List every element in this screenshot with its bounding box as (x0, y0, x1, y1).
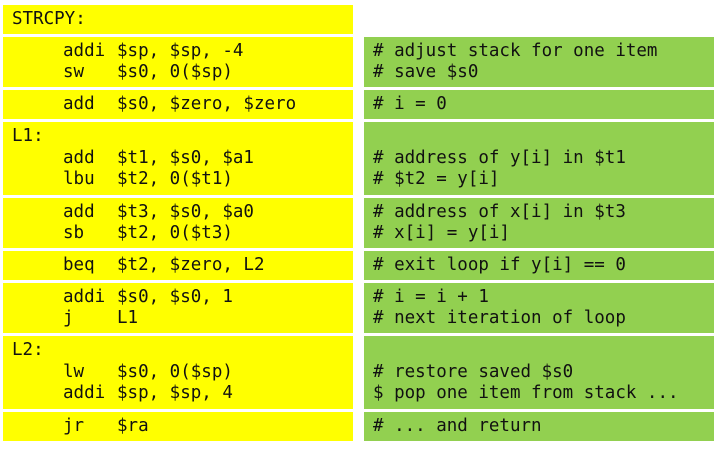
operands: $t2, 0($t1) (117, 169, 233, 190)
comment-line: # exit loop if y[i] == 0 (373, 254, 626, 275)
comment-block-store-char: # address of x[i] in $t3 # x[i] = y[i] (364, 198, 714, 248)
code-block-increment: addi $s0, $s0, 1 j L1 (3, 283, 353, 333)
opcode: jr (63, 415, 85, 436)
operands: $t3, $s0, $a0 (117, 201, 254, 222)
instruction-line: add $s0, $zero, $zero (12, 94, 353, 116)
comment-block-init-i: # i = 0 (364, 90, 714, 119)
operands: $t2, $zero, L2 (117, 254, 265, 275)
instruction-line: lw $s0, 0($sp) (12, 362, 353, 384)
comment-block-l1: # address of y[i] in $t1 # $t2 = y[i] (364, 122, 714, 195)
opcode: add (63, 93, 95, 114)
operands: $s0, 0($sp) (117, 62, 233, 82)
comment-line: $ pop one item from stack ... (373, 383, 679, 404)
instruction-line: addi $sp, $sp, 4 (12, 383, 353, 405)
instruction-line: sb $t2, 0($t3) (12, 223, 353, 245)
opcode: add (63, 201, 95, 222)
opcode: lw (63, 361, 85, 382)
code-block-init-i: add $s0, $zero, $zero (3, 90, 353, 119)
label-l2: L2: (12, 340, 44, 361)
instruction-line: j L1 (12, 308, 353, 330)
comment-line: # adjust stack for one item (373, 40, 658, 61)
opcode: sb (63, 223, 85, 243)
comment-line: # restore saved $s0 (373, 361, 574, 382)
comment-block-exit-check: # exit loop if y[i] == 0 (364, 251, 714, 280)
opcode: addi (63, 383, 106, 404)
instruction-line: addi $sp, $sp, -4 (12, 41, 353, 63)
label-l1: L1: (12, 126, 44, 147)
opcode: lbu (63, 169, 95, 190)
comment-line-blank (373, 340, 714, 362)
comment-line: # $t2 = y[i] (373, 169, 500, 190)
code-block-store-char: add $t3, $s0, $a0 sb $t2, 0($t3) (3, 198, 353, 248)
comment-line: # x[i] = y[i] (373, 223, 510, 243)
instruction-line: sw $s0, 0($sp) (12, 62, 353, 84)
comment-line: # address of x[i] in $t3 (373, 201, 626, 222)
comment-line: # i = 0 (373, 93, 447, 114)
comment-block-empty (364, 5, 714, 34)
operands: $sp, $sp, -4 (117, 40, 244, 61)
comment-block-stack-setup: # adjust stack for one item # save $s0 (364, 37, 714, 87)
comment-block-increment: # i = i + 1 # next iteration of loop (364, 283, 714, 333)
code-block-l2: L2: lw $s0, 0($sp) addi $sp, $sp, 4 (3, 336, 353, 409)
instruction-line: lbu $t2, 0($t1) (12, 169, 353, 191)
label-strcpy: STRCPY: (12, 8, 86, 29)
instruction-line: add $t3, $s0, $a0 (12, 202, 353, 224)
code-block-exit-check: beq $t2, $zero, L2 (3, 251, 353, 280)
operands: $sp, $sp, 4 (117, 383, 233, 404)
comment-block-return: # ... and return (364, 412, 714, 441)
comment-line: # address of y[i] in $t1 (373, 147, 626, 168)
instruction-line: jr $ra (12, 416, 353, 438)
code-block-l1: L1: add $t1, $s0, $a1 lbu $t2, 0($t1) (3, 122, 353, 195)
opcode: add (63, 147, 95, 168)
operands: $t2, 0($t3) (117, 223, 233, 243)
comment-line: # i = i + 1 (373, 286, 489, 307)
comment-line: # save $s0 (373, 62, 479, 82)
operands: $s0, $s0, 1 (117, 286, 233, 307)
comment-line-blank (373, 126, 714, 148)
operands: $s0, $zero, $zero (117, 93, 297, 114)
opcode: j (63, 308, 74, 328)
code-block-stack-setup: addi $sp, $sp, -4 sw $s0, 0($sp) (3, 37, 353, 87)
operands: L1 (117, 308, 139, 328)
instruction-line: add $t1, $s0, $a1 (12, 148, 353, 170)
comment-block-l2: # restore saved $s0 $ pop one item from … (364, 336, 714, 409)
opcode: addi (63, 40, 106, 61)
code-column: STRCPY: addi $sp, $sp, -4 sw $s0, 0($sp) a… (3, 5, 353, 444)
comment-line: # next iteration of loop (373, 308, 626, 328)
operands: $t1, $s0, $a1 (117, 147, 254, 168)
code-block-return: jr $ra (3, 412, 353, 441)
instruction-line: addi $s0, $s0, 1 (12, 287, 353, 309)
instruction-line: beq $t2, $zero, L2 (12, 255, 353, 277)
opcode: beq (63, 254, 95, 275)
opcode: sw (63, 62, 85, 82)
comment-line: # ... and return (373, 415, 542, 436)
operands: $ra (117, 415, 149, 436)
operands: $s0, 0($sp) (117, 361, 233, 382)
opcode: addi (63, 286, 106, 307)
comment-column: # adjust stack for one item # save $s0 #… (364, 5, 714, 444)
code-block-strcpy: STRCPY: (3, 5, 353, 34)
